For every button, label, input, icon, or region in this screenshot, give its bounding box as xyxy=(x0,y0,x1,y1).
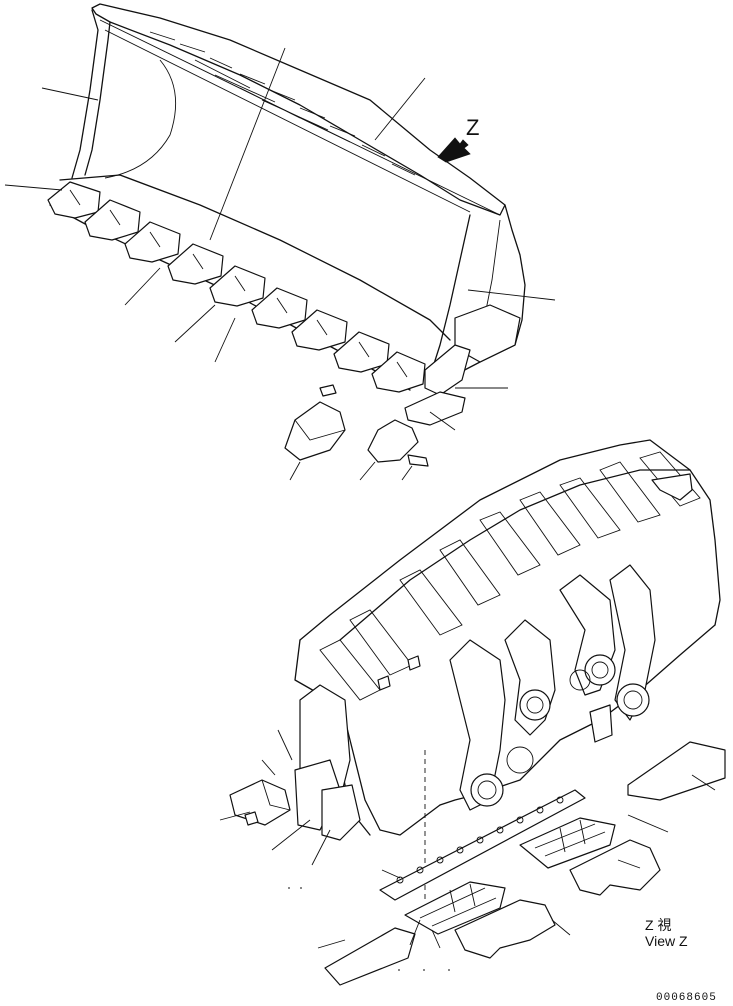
view-caption-en: View Z xyxy=(645,933,688,949)
hinge-brackets xyxy=(449,564,656,811)
bucket-rear-view xyxy=(229,439,721,900)
drawing-number: 00068605 xyxy=(656,992,717,1004)
wear-plate-holes xyxy=(396,796,564,884)
bucket-front-view xyxy=(47,3,526,426)
leader-lines-upper xyxy=(4,47,556,481)
view-direction-arrow-icon xyxy=(437,137,471,163)
loose-tooth-parts xyxy=(284,384,429,467)
wear-plates xyxy=(324,741,726,986)
teeth-adapters xyxy=(47,181,426,393)
view-caption-jp: Z 視 xyxy=(645,917,671,933)
view-marker: Z xyxy=(466,115,479,140)
leader-lines-lower xyxy=(219,729,716,949)
top-wear-plates xyxy=(149,31,416,176)
